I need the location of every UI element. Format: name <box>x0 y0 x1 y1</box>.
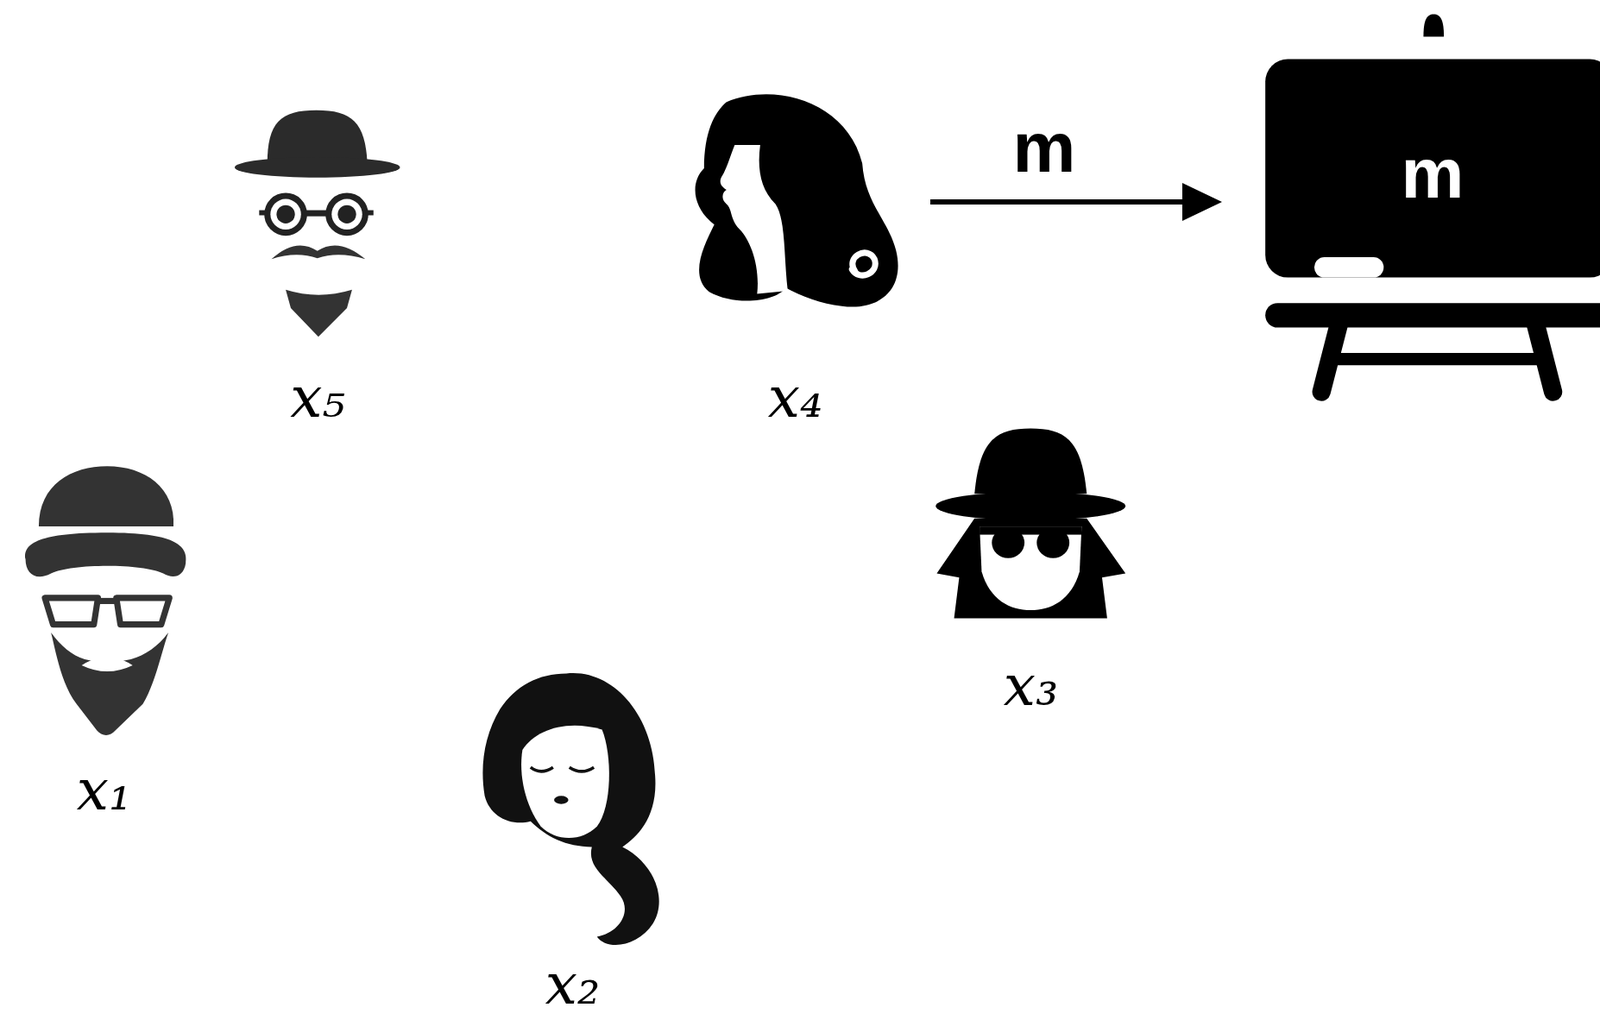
beard <box>50 632 169 736</box>
variable-label: x₅ <box>289 369 346 427</box>
hat <box>267 110 368 164</box>
edge-label: m <box>1009 112 1080 183</box>
glasses <box>264 192 308 236</box>
person-icon <box>935 428 1126 619</box>
variable-label: x₁ <box>76 762 133 819</box>
board-box: m <box>1265 59 1600 278</box>
glasses <box>44 598 98 625</box>
person-icon <box>234 110 401 337</box>
eye <box>569 767 594 772</box>
dark-glasses <box>979 526 1082 535</box>
glasses <box>331 199 362 230</box>
glasses-temple <box>258 210 267 216</box>
mustache <box>81 656 133 672</box>
arrow-connector <box>930 182 1223 221</box>
glasses <box>325 192 369 236</box>
hat-brim <box>935 491 1126 521</box>
lips <box>554 795 569 804</box>
glasses-bridge <box>303 210 328 217</box>
glasses-bridge <box>95 598 119 605</box>
board-body <box>1265 59 1600 278</box>
board-text: m <box>1401 137 1465 208</box>
beard <box>285 289 353 337</box>
board-icon <box>1265 14 1600 392</box>
person-node: x₅ <box>234 110 401 427</box>
person-node: x₃ <box>936 426 1126 715</box>
person-icon <box>482 673 659 945</box>
board-knob <box>1423 14 1444 38</box>
glasses-temple <box>365 210 373 216</box>
hat-brim <box>234 157 401 178</box>
glasses <box>116 598 170 625</box>
variable-label: x₄ <box>768 369 824 427</box>
variable-label: x₂ <box>545 956 601 1014</box>
glasses <box>270 199 301 230</box>
mustache <box>271 245 366 259</box>
beanie-band <box>25 532 186 577</box>
person-node: x₁ <box>20 464 188 819</box>
person-node: x₂ <box>481 671 664 1014</box>
chalk <box>1314 257 1384 278</box>
face <box>521 725 610 838</box>
hair-curl <box>851 252 876 276</box>
beanie <box>38 466 174 527</box>
glasses <box>276 205 295 224</box>
person-icon <box>25 466 186 736</box>
glasses <box>337 205 356 224</box>
coat <box>936 518 1126 619</box>
eye <box>530 767 554 772</box>
face <box>979 526 1082 611</box>
hat <box>974 428 1087 495</box>
hair <box>695 94 899 307</box>
person-node: x₄ <box>690 96 901 427</box>
board-crossbar <box>1331 352 1544 366</box>
board-shelf <box>1265 302 1600 328</box>
variable-label: x₃ <box>1003 657 1059 715</box>
face <box>720 144 788 295</box>
person-icon <box>695 94 899 307</box>
hair <box>482 673 659 945</box>
